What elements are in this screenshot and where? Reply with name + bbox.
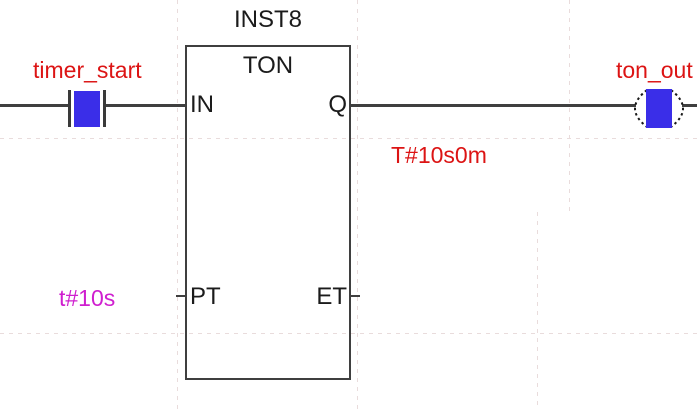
grid-line-vertical bbox=[537, 212, 538, 410]
wire-contact-to-block-in[interactable] bbox=[106, 104, 187, 107]
block-type-name: TON bbox=[242, 52, 294, 79]
pin-connector-pt[interactable] bbox=[176, 295, 185, 297]
coil-variable-label[interactable]: ton_out bbox=[616, 57, 693, 83]
grid-line-horizontal bbox=[0, 333, 697, 334]
block-pin-pt: PT bbox=[190, 283, 221, 310]
wire-coil-to-rail[interactable] bbox=[682, 104, 697, 107]
pin-connector-et[interactable] bbox=[351, 295, 360, 297]
contact-variable-label[interactable]: timer_start bbox=[33, 57, 142, 83]
coil-symbol[interactable] bbox=[620, 84, 697, 132]
elapsed-time-value: T#10s0m bbox=[391, 142, 487, 168]
wire-rail-to-contact[interactable] bbox=[0, 104, 69, 107]
contact-bar-left bbox=[68, 90, 71, 127]
contact-symbol[interactable] bbox=[66, 88, 108, 129]
wire-block-q-to-coil[interactable] bbox=[349, 104, 636, 107]
block-pin-et: ET bbox=[316, 283, 347, 310]
coil-parentheses-icon bbox=[634, 89, 684, 128]
preset-time-value[interactable]: t#10s bbox=[59, 285, 116, 311]
grid-line-horizontal bbox=[0, 138, 697, 139]
block-instance-name[interactable]: INST8 bbox=[233, 6, 302, 33]
function-block[interactable] bbox=[185, 45, 351, 380]
contact-state-fill bbox=[74, 91, 100, 127]
contact-bar-right bbox=[103, 90, 106, 127]
grid-line-vertical bbox=[177, 0, 178, 410]
grid-line-vertical bbox=[357, 0, 358, 410]
block-pin-in: IN bbox=[190, 91, 214, 118]
block-pin-q: Q bbox=[328, 91, 347, 118]
coil-state-fill bbox=[646, 89, 672, 128]
